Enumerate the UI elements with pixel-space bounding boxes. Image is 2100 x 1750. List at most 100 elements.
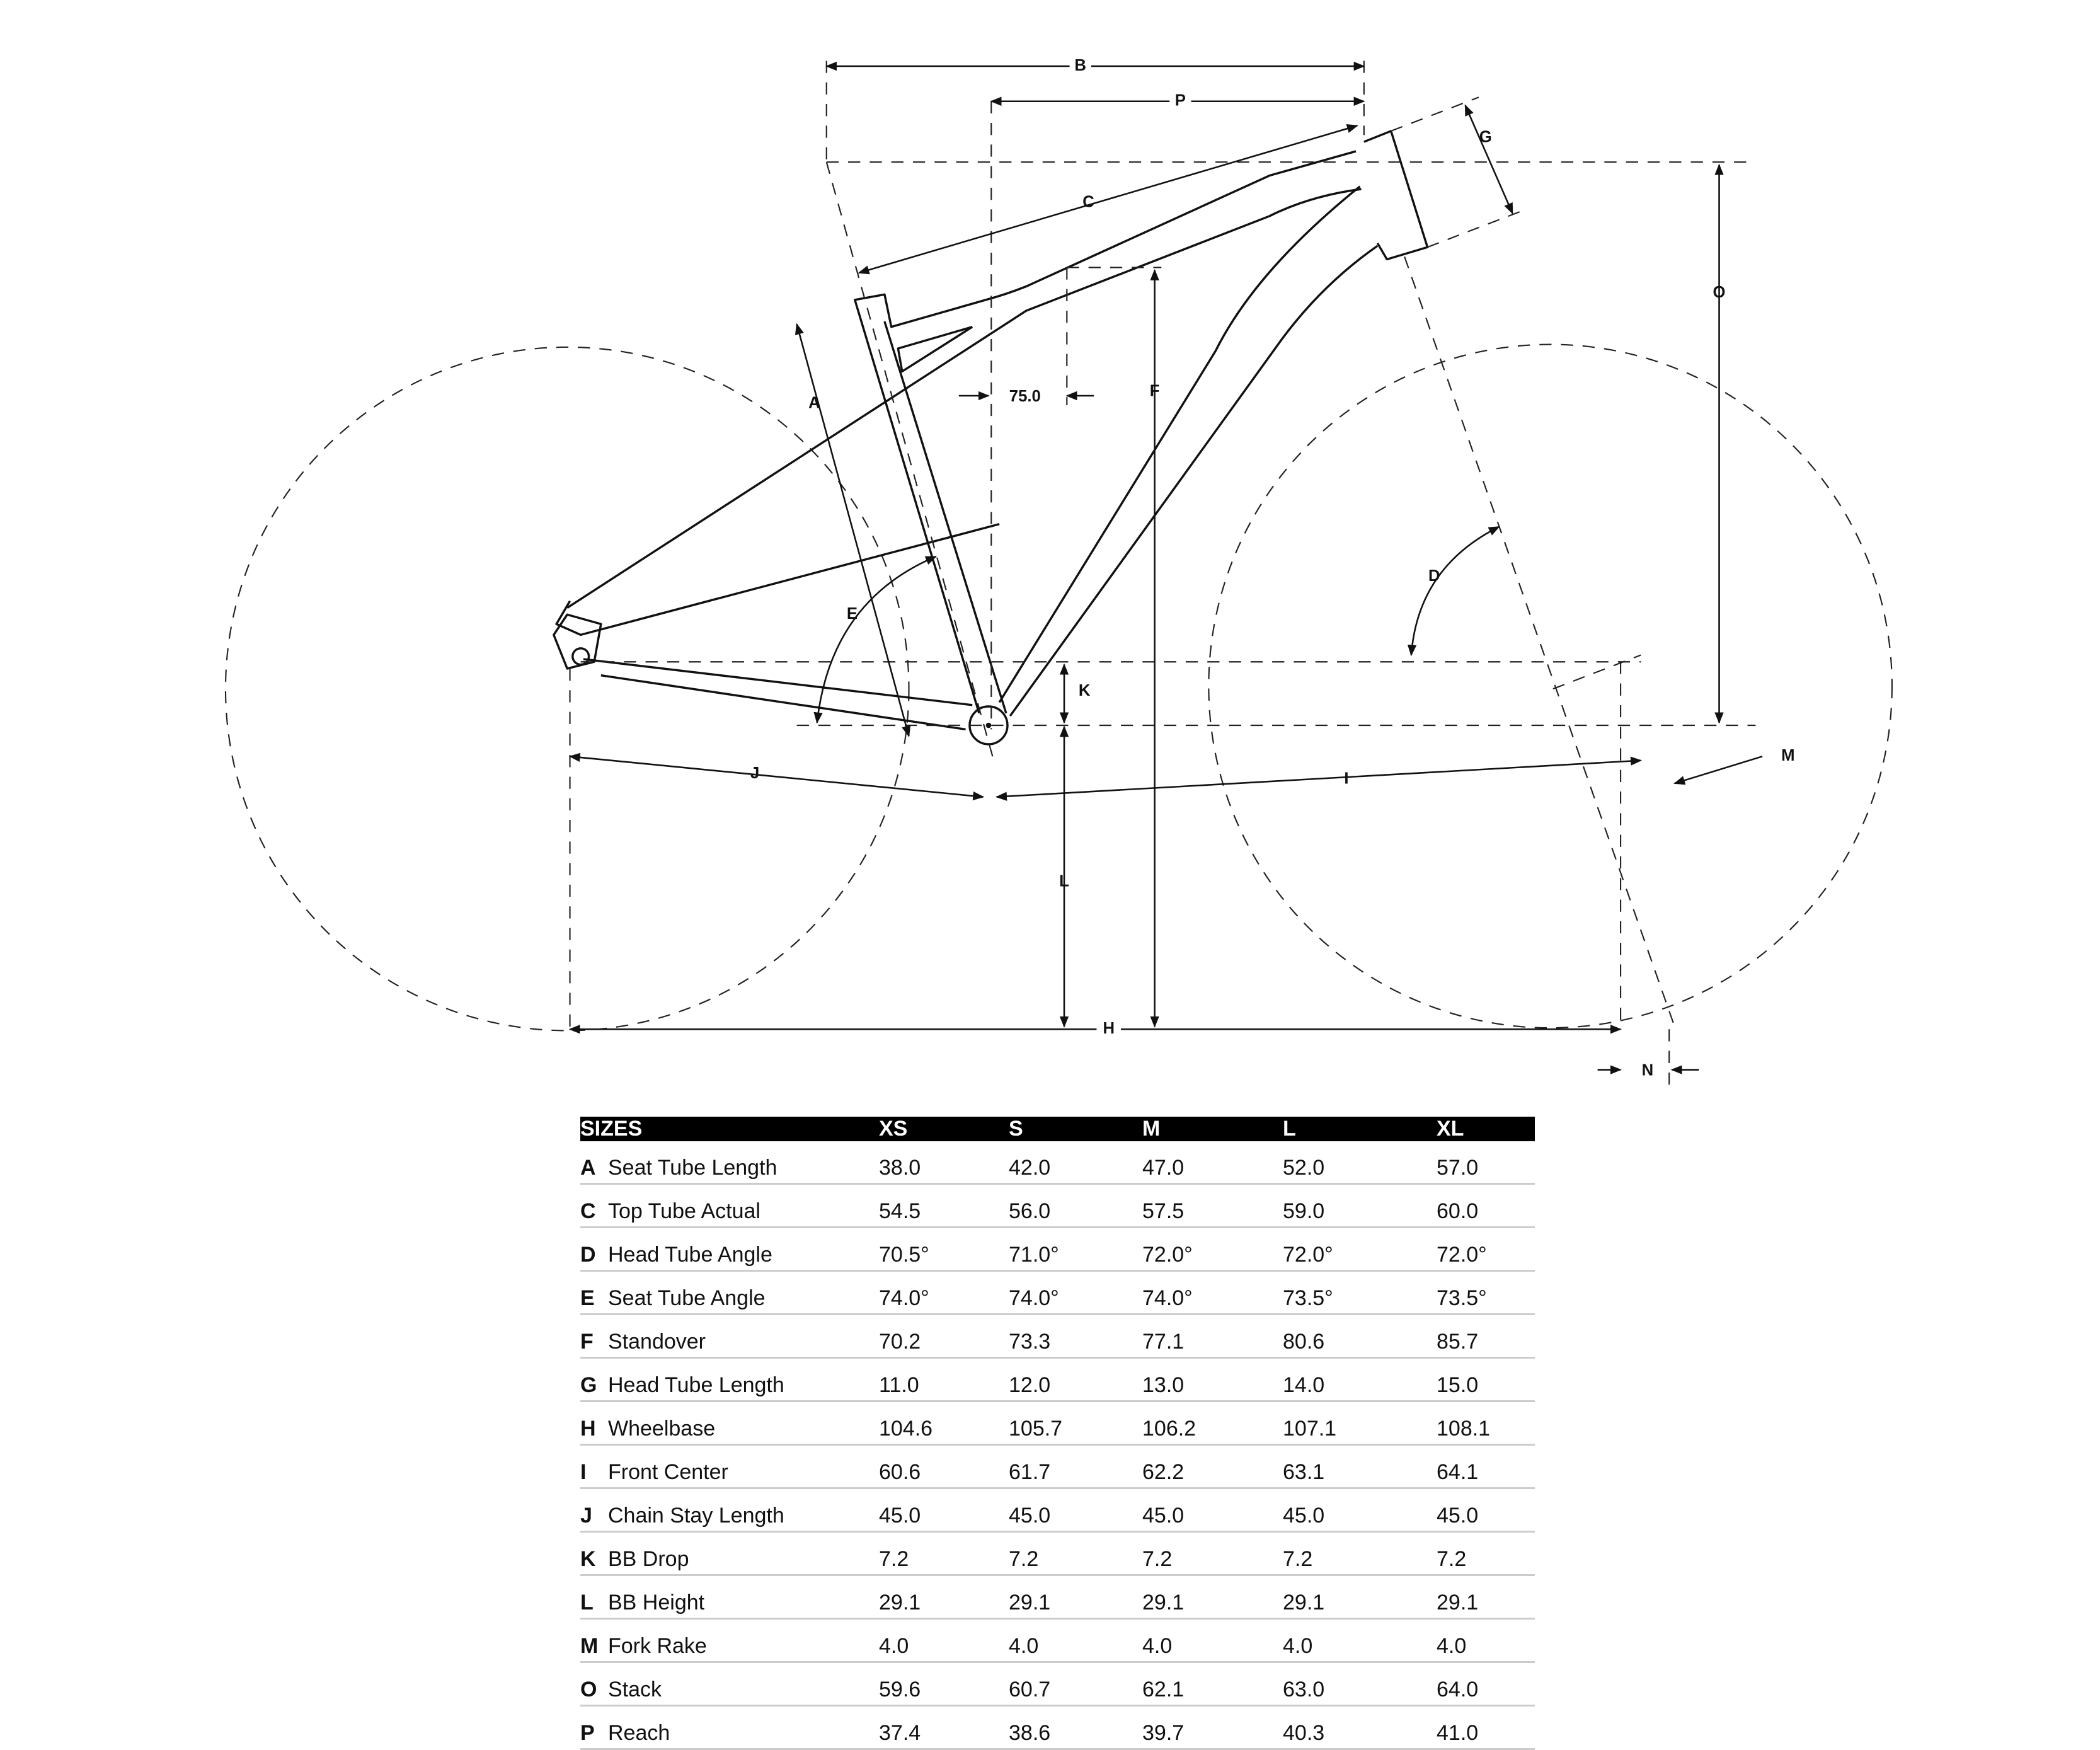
value-cell: 73.5° [1437,1270,1535,1315]
measurement-name-cell: D Head Tube Angle [580,1227,879,1272]
measurement-name: Standover [608,1330,706,1354]
label-f: F [1150,382,1160,400]
value-cell: 62.2 [1142,1444,1283,1489]
label-i: I [1344,770,1348,788]
label-m: M [1781,747,1794,764]
measurement-name: Seat Tube Angle [608,1286,766,1310]
value-cell: 29.1 [1142,1575,1283,1620]
value-cell: 59.6 [879,1662,1009,1707]
label-b: B [1074,57,1086,74]
measurement-name: Stack [608,1678,662,1701]
label-d: D [1428,567,1440,585]
measurement-name: Head Tube Length [608,1373,784,1397]
label-h: H [1103,1020,1115,1037]
header-xs: XS [879,1117,1009,1141]
measurement-name-cell: H Wheelbase [580,1401,879,1446]
label-a: A [808,394,820,412]
value-cell: 72.0° [1142,1227,1283,1272]
value-cell: 108.1 [1437,1401,1535,1446]
value-cell: 61.7 [1009,1444,1142,1489]
header-m: M [1142,1117,1283,1141]
value-cell: 42.0 [1009,1141,1142,1185]
measurement-name-cell: F Standover [580,1314,879,1359]
value-cell: 59.0 [1283,1183,1437,1228]
value-cell: 85.7 [1437,1314,1535,1359]
value-cell: 52.0 [1283,1141,1437,1185]
label-j: J [750,764,759,782]
value-cell: 11.0 [879,1357,1009,1402]
value-cell: 40.3 [1283,1705,1437,1750]
measurement-name: Wheelbase [608,1417,716,1441]
measurement-name: BB Drop [608,1547,689,1571]
value-cell: 45.0 [1009,1488,1142,1533]
value-cell: 7.2 [1437,1531,1535,1576]
value-cell: 39.7 [1142,1705,1283,1750]
value-cell: 57.5 [1142,1183,1283,1228]
label-n: N [1642,1061,1654,1079]
value-cell: 7.2 [1142,1531,1283,1576]
value-cell: 57.0 [1437,1141,1535,1185]
value-cell: 4.0 [1009,1618,1142,1663]
measurement-letter: A [580,1156,596,1180]
value-cell: 74.0° [1142,1270,1283,1315]
measurement-letter: J [580,1504,592,1528]
measurement-name: BB Height [608,1591,705,1615]
label-seat-offset: 75.0 [1009,388,1041,405]
measurement-name: Head Tube Angle [608,1243,772,1267]
value-cell: 63.0 [1283,1662,1437,1707]
value-cell: 29.1 [1009,1575,1142,1620]
value-cell: 7.2 [1009,1531,1142,1576]
measurement-name: Seat Tube Length [608,1156,777,1180]
value-cell: 73.5° [1283,1270,1437,1315]
value-cell: 4.0 [1283,1618,1437,1663]
value-cell: 70.2 [879,1314,1009,1359]
measurement-name-cell: O Stack [580,1662,879,1707]
label-p: P [1175,92,1186,110]
measurement-letter: D [580,1243,596,1267]
bike-geometry-diagram: B P C G O A 75.0 F D E K M J I L H N [224,56,1893,1088]
value-cell: 71.0° [1009,1227,1142,1272]
label-g: G [1479,128,1492,146]
measurement-letter: F [580,1330,594,1354]
measurement-letter: K [580,1547,596,1571]
measurement-name: Fork Rake [608,1634,707,1658]
measurement-letter: O [580,1678,597,1701]
front-wheel [1208,343,1893,1029]
value-cell: 4.0 [1142,1618,1283,1663]
measurement-letter: L [580,1591,594,1615]
value-cell: 77.1 [1142,1314,1283,1359]
measurement-letter: P [580,1721,595,1745]
value-cell: 104.6 [879,1401,1009,1446]
value-cell: 56.0 [1009,1183,1142,1228]
value-cell: 63.1 [1283,1444,1437,1489]
header-s: S [1009,1117,1142,1141]
measurement-letter: C [580,1199,596,1223]
value-cell: 4.0 [879,1618,1009,1663]
measurement-letter: H [580,1417,596,1441]
value-cell: 62.1 [1142,1662,1283,1707]
value-cell: 64.1 [1437,1444,1535,1489]
measurement-name-cell: L BB Height [580,1575,879,1620]
value-cell: 45.0 [1437,1488,1535,1533]
label-l: L [1059,872,1069,890]
label-k: K [1079,682,1091,699]
value-cell: 72.0° [1437,1227,1535,1272]
value-cell: 4.0 [1437,1618,1535,1663]
value-cell: 29.1 [1283,1575,1437,1620]
value-cell: 74.0° [879,1270,1009,1315]
value-cell: 45.0 [1142,1488,1283,1533]
